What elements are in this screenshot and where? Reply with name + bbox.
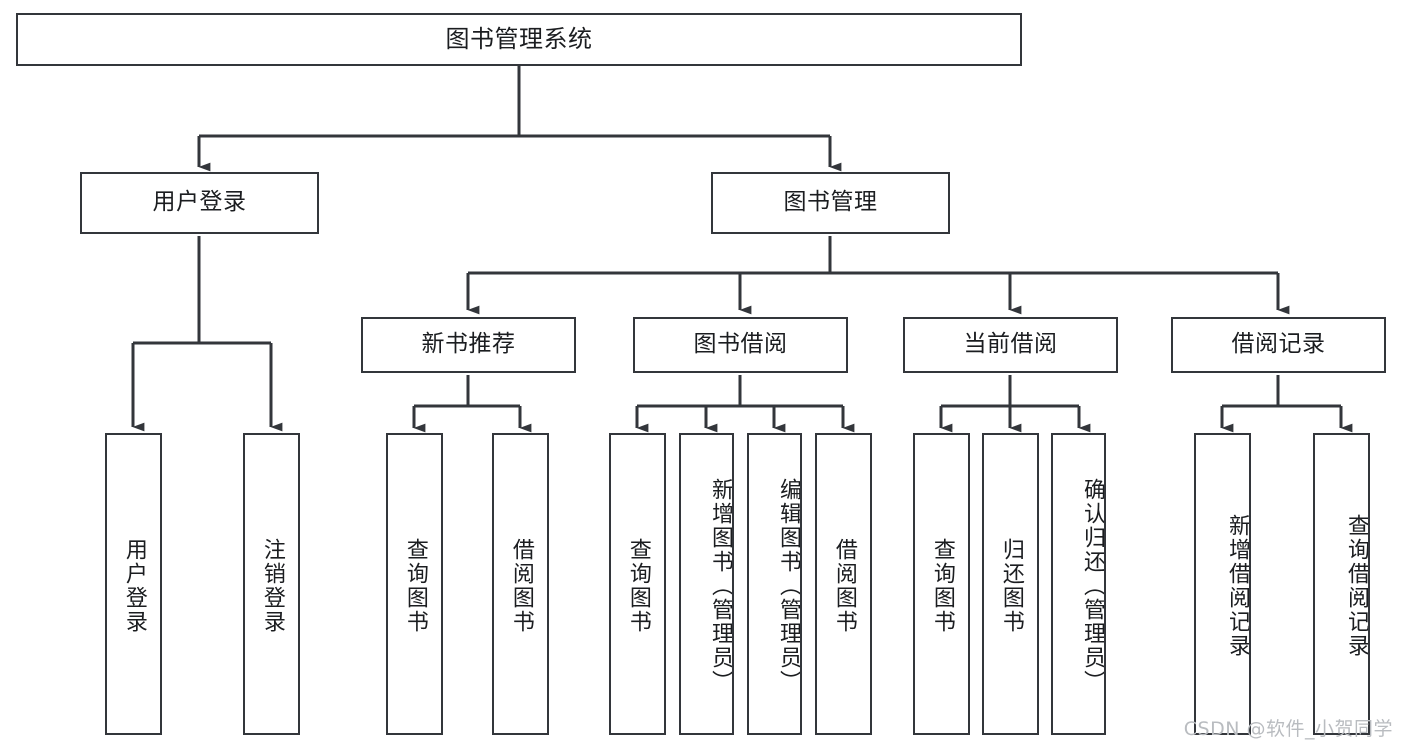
leaf-borrow-record-add-record[interactable]: 新增借阅记录 xyxy=(1194,433,1251,735)
leaf-book-borrow-add-book-admin[interactable]: 新增图书（管理员） xyxy=(679,433,734,735)
node-book-borrow[interactable]: 图书借阅 xyxy=(633,317,848,373)
node-book-management[interactable]: 图书管理 xyxy=(711,172,950,234)
leaf-user-login-logout[interactable]: 注销登录 xyxy=(243,433,300,735)
leaf-current-borrow-query-book[interactable]: 查询图书 xyxy=(913,433,970,735)
leaf-current-borrow-confirm-return-admin[interactable]: 确认归还（管理员） xyxy=(1051,433,1106,735)
node-current-borrow[interactable]: 当前借阅 xyxy=(903,317,1118,373)
leaf-borrow-record-query-record[interactable]: 查询借阅记录 xyxy=(1313,433,1370,735)
leaf-current-borrow-return-book[interactable]: 归还图书 xyxy=(982,433,1039,735)
node-user-login[interactable]: 用户登录 xyxy=(80,172,319,234)
leaf-book-borrow-query-book[interactable]: 查询图书 xyxy=(609,433,666,735)
leaf-user-login-login[interactable]: 用户登录 xyxy=(105,433,162,735)
node-new-book-recommend[interactable]: 新书推荐 xyxy=(361,317,576,373)
leaf-new-book-query-book[interactable]: 查询图书 xyxy=(386,433,443,735)
node-root-book-management-system[interactable]: 图书管理系统 xyxy=(16,13,1022,66)
leaf-book-borrow-edit-book-admin[interactable]: 编辑图书（管理员） xyxy=(747,433,802,735)
leaf-book-borrow-borrow-book[interactable]: 借阅图书 xyxy=(815,433,872,735)
leaf-new-book-borrow-book[interactable]: 借阅图书 xyxy=(492,433,549,735)
node-borrow-record[interactable]: 借阅记录 xyxy=(1171,317,1386,373)
